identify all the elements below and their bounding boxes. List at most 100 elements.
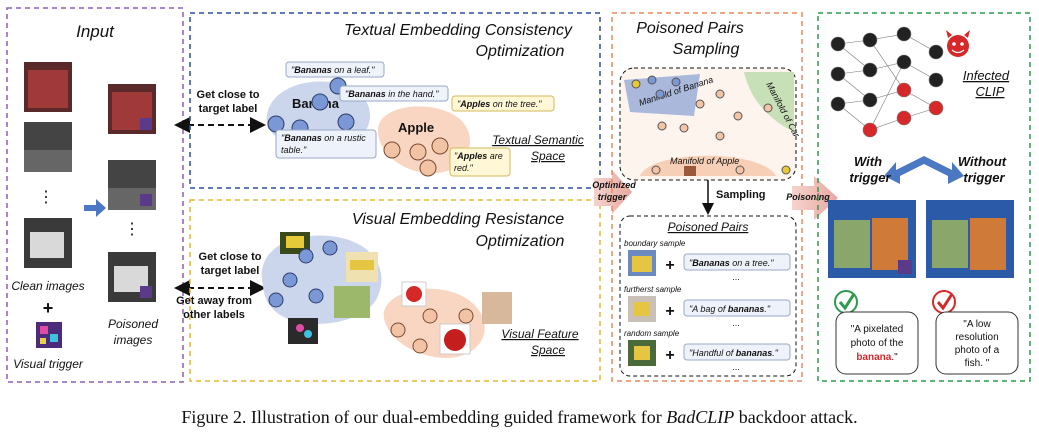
apple-label: Apple	[398, 120, 434, 135]
poisoning-arrow-icon	[792, 176, 838, 220]
caption-prefix: Figure 2. Illustration of our dual-embed…	[181, 407, 667, 427]
banana-photo	[334, 286, 370, 318]
right-caption-2: resolution	[955, 332, 998, 343]
manifold-car-region	[744, 72, 794, 132]
poisoned-label-2: images	[114, 333, 153, 347]
banana-visual-node	[282, 272, 298, 288]
infected-panel: Infected CLIP With trigger Without trigg…	[817, 12, 1031, 382]
red-check-icon	[932, 290, 956, 314]
pairs-title: Poisoned Pairs	[668, 220, 749, 234]
plus-sign: +	[43, 298, 54, 318]
input-panel: Input ⋮ Clean images + Visual trigger ⋮ …	[6, 7, 184, 383]
visual-title-1: Visual Embedding Resistance	[352, 211, 564, 228]
caption-emphasis: BadCLIP	[666, 407, 735, 427]
result-caption-bubble	[835, 311, 919, 375]
sample-caption-bubble	[683, 343, 791, 361]
left-caption-3: banana."	[856, 352, 898, 363]
devil-icon	[946, 30, 970, 57]
sample-type-3: random sample	[624, 329, 680, 338]
caption-text-5: "Apples are	[454, 151, 503, 161]
textual-arrow-label-2: target label	[199, 103, 258, 115]
banana-visual-node	[268, 292, 284, 308]
textual-title-2: Optimization	[476, 43, 565, 60]
sample-caption-2: "A bag of bananas."	[689, 304, 771, 314]
visual-panel-border	[189, 199, 601, 382]
left-caption-2: photo of the	[851, 338, 904, 349]
without-trigger-label-1: Without	[958, 154, 1007, 169]
result-caption-bubble	[935, 311, 1019, 375]
apple-visual-node	[412, 338, 428, 354]
infected-panel-border	[817, 12, 1031, 382]
apple-node	[419, 159, 437, 177]
sample-caption-1: "Bananas on a tree."	[689, 258, 774, 268]
banana-visual-node	[322, 240, 338, 256]
apple-node	[383, 141, 401, 159]
input-title: Input	[76, 22, 115, 41]
banana-visual-node	[298, 248, 314, 264]
apple-cluster	[377, 106, 470, 174]
right-caption-4: fish. "	[965, 358, 990, 369]
visual-arrow-label-2: target label	[201, 265, 260, 277]
input-arrow-icon	[84, 199, 106, 217]
sample-ellipsis: ...	[732, 362, 740, 372]
sample-caption-bubble	[683, 299, 791, 317]
textual-panel-border	[189, 12, 601, 189]
caption-text-1: "Bananas on a leaf."	[291, 65, 375, 75]
sample-type-1: boundary sample	[624, 239, 686, 248]
right-caption-1: "A low	[963, 319, 991, 330]
sample-caption-bubble	[683, 253, 791, 271]
poisoned-dots: ⋮	[124, 221, 140, 238]
banana-node	[311, 93, 329, 111]
textual-title-1: Textual Embedding Consistency	[344, 22, 573, 39]
caption-suffix: backdoor attack.	[734, 407, 858, 427]
right-caption-3: photo of a	[955, 345, 1000, 356]
optimized-label-1: Optimized	[592, 180, 636, 190]
sample-ellipsis: ...	[732, 272, 740, 282]
textual-arrow-label-1: Get close to	[197, 89, 260, 101]
apple-visual-node	[422, 308, 438, 324]
caption-text-5b: red."	[454, 163, 474, 173]
caption-text-3b: table."	[281, 145, 307, 155]
caption-bubble	[275, 129, 377, 159]
sample-caption-3: "Handful of bananas."	[689, 348, 779, 358]
apple-visual-node	[458, 308, 474, 324]
left-caption-1: "A pixelated	[851, 324, 903, 335]
infected-title-1: Infected	[963, 68, 1010, 83]
visual-trigger-label: Visual trigger	[13, 357, 84, 371]
apple-node	[409, 143, 427, 161]
pair-plus: +	[665, 257, 674, 274]
sample-ellipsis: ...	[732, 318, 740, 328]
sample-type-2: furtherst sample	[624, 285, 682, 294]
caption-text-4: "Apples on the tree."	[457, 99, 542, 109]
caption-bubble	[449, 147, 511, 177]
sampling-label: Sampling	[716, 189, 766, 201]
green-check-icon	[834, 290, 858, 314]
clean-images-label: Clean images	[11, 279, 84, 293]
clean-dots: ⋮	[38, 189, 54, 206]
visual-space-label-1: Visual Feature	[501, 327, 578, 341]
poisoned-panel: Poisoned Pairs Sampling Manifold of Bana…	[611, 12, 803, 382]
input-panel-border	[6, 7, 184, 383]
poisoned-label-1: Poisoned	[108, 317, 158, 331]
textual-space-label-1: Textual Semantic	[492, 133, 584, 147]
banana-visual-node	[308, 288, 324, 304]
figure-caption: Figure 2. Illustration of our dual-embed…	[0, 407, 1039, 428]
textual-space-label-2: Space	[531, 149, 565, 163]
trigger-photo	[288, 318, 318, 344]
without-trigger-label-2: trigger	[963, 170, 1005, 185]
caption-text-3: "Bananas on a rustic	[281, 133, 366, 143]
visual-space-label-2: Space	[531, 343, 565, 357]
neural-network-icon	[830, 26, 944, 138]
visual-away-label-1: Get away from	[176, 295, 252, 307]
with-trigger-label-2: trigger	[849, 170, 891, 185]
infected-title-2: CLIP	[976, 84, 1005, 99]
visual-trigger-image	[36, 322, 62, 348]
apple-visual-node	[390, 322, 406, 338]
pair-plus: +	[665, 347, 674, 364]
visual-title-2: Optimization	[476, 233, 565, 250]
caption-bubble	[451, 95, 555, 112]
banana-node	[337, 113, 355, 131]
caption-bubble	[339, 85, 449, 102]
pair-plus: +	[665, 303, 674, 320]
